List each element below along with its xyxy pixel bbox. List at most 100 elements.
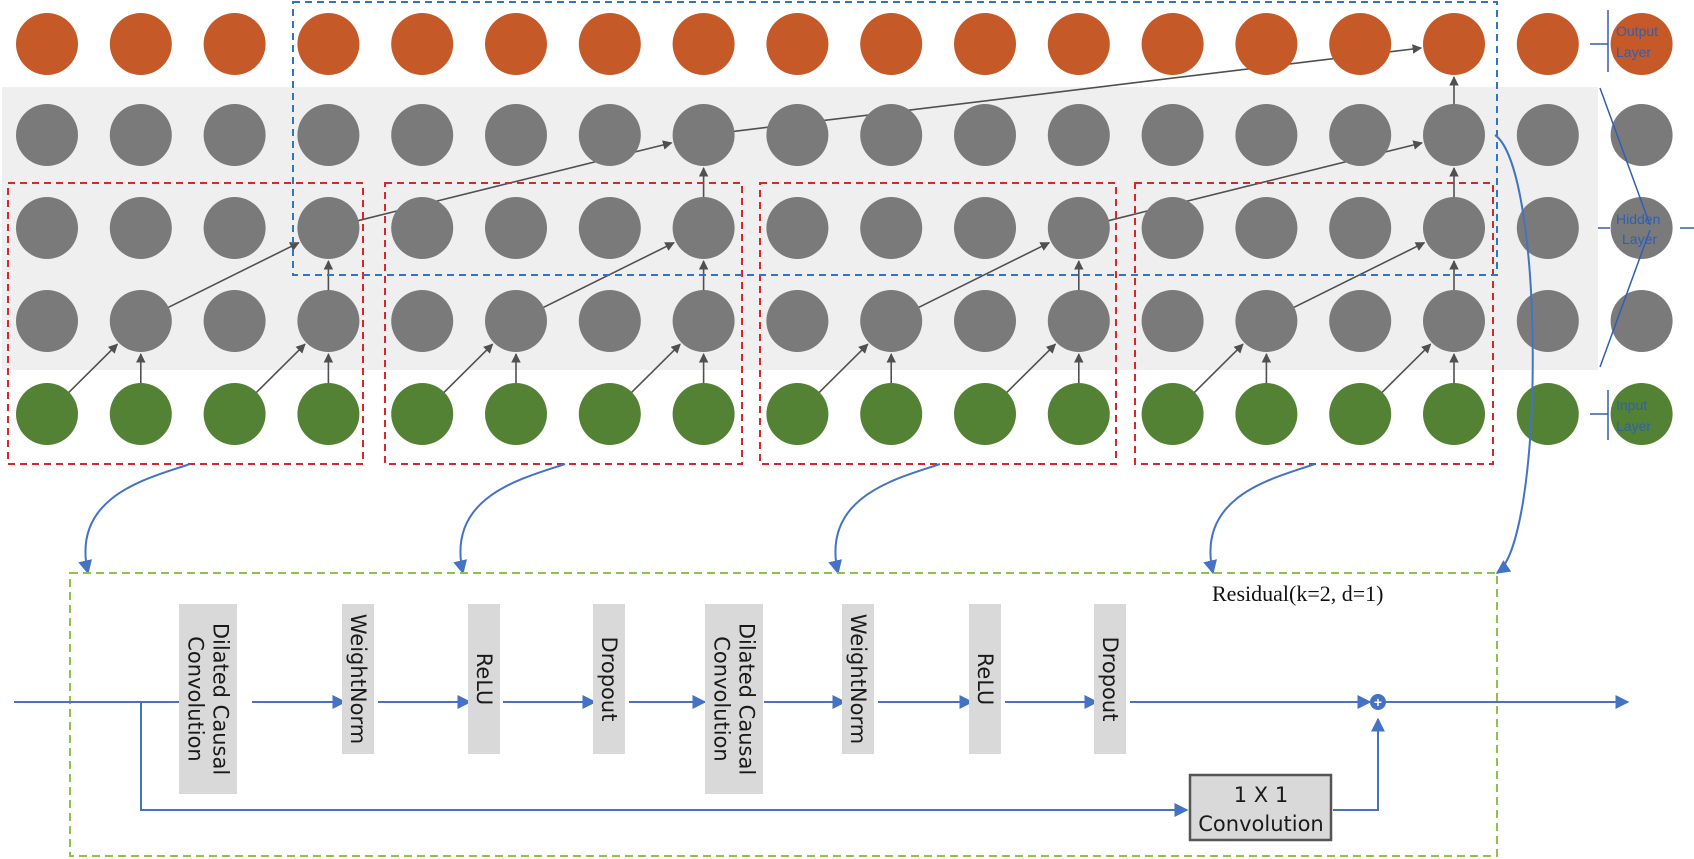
hidden-node — [297, 290, 360, 352]
hidden-node — [485, 290, 547, 352]
output-layer-label-line1: Output — [1616, 23, 1658, 39]
hidden-node — [485, 104, 547, 166]
layer-block-label: Dilated Causal — [209, 623, 233, 775]
input-node — [1516, 383, 1579, 445]
input-node — [297, 383, 360, 445]
layer-block-label: ReLU — [472, 653, 496, 706]
output-node — [297, 13, 360, 75]
conv-1x1-line1: 1 X 1 — [1234, 783, 1288, 807]
hidden-node — [1516, 104, 1579, 166]
output-node — [1610, 13, 1673, 75]
conv-1x1-line2: Convolution — [1198, 812, 1323, 836]
hidden-node — [109, 104, 172, 166]
hidden-node — [391, 104, 454, 166]
hidden-node — [1329, 104, 1392, 166]
output-node — [1329, 13, 1392, 75]
hidden-node — [1141, 104, 1204, 166]
hidden-node — [391, 197, 454, 259]
flow-lines — [14, 695, 1630, 817]
dilated-arrow — [1380, 343, 1432, 394]
input-node — [672, 383, 735, 445]
connector-4 — [1203, 463, 1316, 575]
layer-block-6: WeightNorm — [842, 604, 874, 754]
output-node — [1516, 13, 1579, 75]
hidden-node — [1329, 290, 1392, 352]
output-node — [203, 13, 266, 75]
output-node — [109, 13, 172, 75]
hidden-node — [672, 290, 735, 352]
input-node — [578, 383, 641, 445]
connector-3 — [828, 463, 941, 575]
input-node — [766, 383, 829, 445]
plus-symbol: + — [1374, 694, 1382, 710]
hidden-node — [109, 197, 172, 259]
dilated-arrow — [67, 343, 119, 394]
dilated-arrow — [1005, 343, 1057, 394]
receptive-field-box-3 — [759, 182, 1117, 465]
hidden-node — [1610, 197, 1673, 259]
hidden-node — [391, 290, 454, 352]
hidden-node — [1516, 290, 1579, 352]
dilated-arrow — [1292, 241, 1426, 309]
layer-block-label: Dropout — [1098, 637, 1122, 722]
output-node — [860, 13, 923, 75]
layer-block-4: Dropout — [593, 604, 625, 754]
input-node — [1610, 383, 1673, 445]
network-nodes — [16, 13, 1673, 445]
output-node — [578, 13, 641, 75]
dilated-arrow — [1193, 343, 1244, 394]
hidden-node — [1329, 197, 1392, 259]
connector-2 — [453, 463, 566, 575]
dilated-arrow — [917, 241, 1051, 309]
hidden-node — [1235, 104, 1298, 166]
hidden-node — [1141, 290, 1204, 352]
input-node — [16, 383, 78, 445]
hidden-node — [16, 197, 78, 259]
hidden-node — [1047, 104, 1110, 166]
hidden-node — [297, 104, 360, 166]
hidden-node — [1423, 290, 1485, 352]
receptive-field-box-1 — [7, 182, 364, 465]
hidden-layer-label-line2: Layer — [1622, 231, 1657, 247]
layer-labels: Output Layer Hidden Layer Input Layer — [1590, 10, 1694, 440]
hidden-node — [1141, 197, 1204, 259]
layer-block-8: Dropout — [1094, 604, 1126, 754]
output-node — [672, 13, 735, 75]
input-node — [203, 383, 266, 445]
residual-title: Residual(k=2, d=1) — [1212, 581, 1383, 606]
hidden-node — [578, 290, 641, 352]
layer-block-label: Dilated Causal — [735, 623, 759, 775]
hidden-node — [766, 290, 829, 352]
hidden-node — [672, 104, 735, 166]
input-node — [1423, 383, 1485, 445]
output-node — [391, 13, 454, 75]
output-node — [766, 13, 829, 75]
hidden-node — [672, 197, 735, 259]
input-node — [860, 383, 923, 445]
hidden-node — [16, 104, 78, 166]
output-node — [954, 13, 1016, 75]
hidden-node — [860, 104, 923, 166]
input-node — [109, 383, 172, 445]
hidden-node — [1516, 197, 1579, 259]
input-node — [485, 383, 547, 445]
input-node — [1235, 383, 1298, 445]
hidden-node — [16, 290, 78, 352]
input-node — [1329, 383, 1392, 445]
layer-block-label: WeightNorm — [846, 614, 870, 744]
hidden-node — [860, 197, 923, 259]
hidden-node — [578, 104, 641, 166]
connector-5 — [1494, 134, 1534, 574]
input-layer-label-line2: Layer — [1616, 418, 1651, 434]
output-node — [1235, 13, 1298, 75]
hidden-node — [954, 290, 1016, 352]
output-node — [1423, 13, 1485, 75]
residual-connectors — [78, 134, 1534, 575]
hidden-node — [954, 197, 1016, 259]
hidden-node — [1047, 290, 1110, 352]
hidden-node — [203, 290, 266, 352]
hidden-node — [1235, 290, 1298, 352]
